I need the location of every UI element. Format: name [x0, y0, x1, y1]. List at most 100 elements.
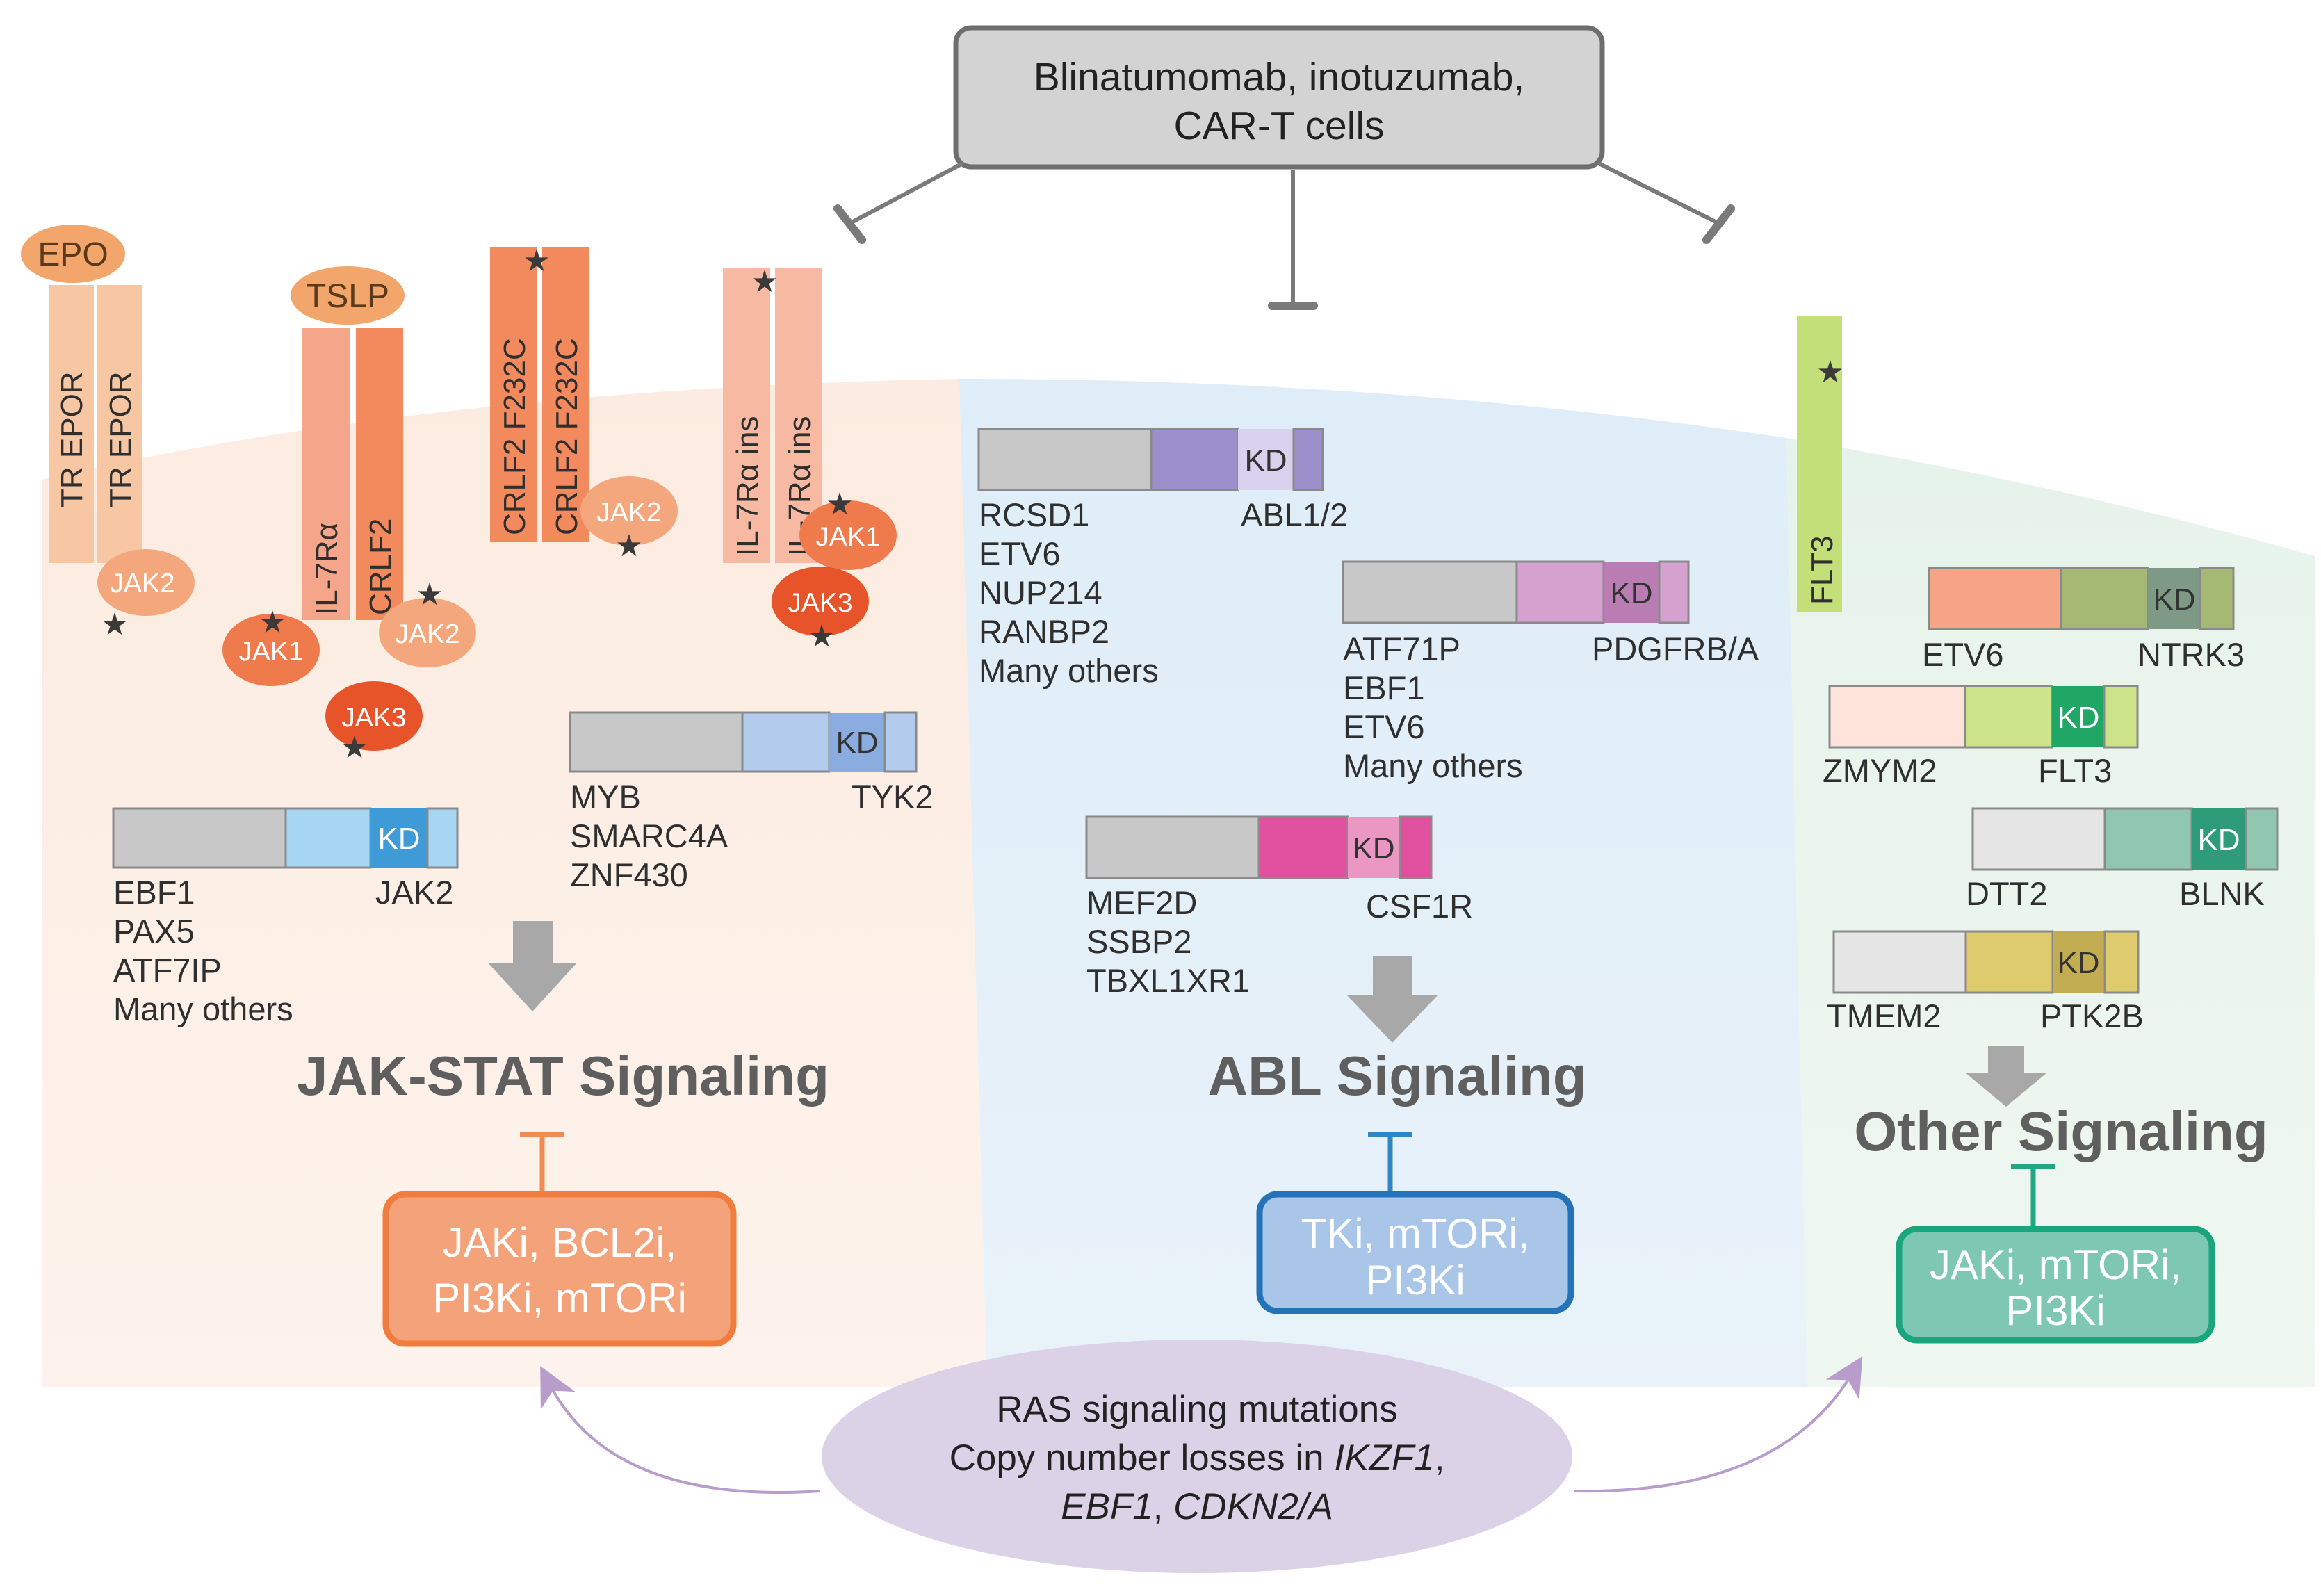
kinase-label: ABL1/2 — [1241, 496, 1348, 533]
partner: MYB — [570, 779, 641, 815]
partner: PAX5 — [113, 913, 195, 950]
svg-text:EPO: EPO — [38, 236, 108, 273]
tslp-jak2 — [379, 598, 476, 667]
crlf2-jak2 — [580, 476, 678, 546]
blnk-fusion: KD DTT2 BLNK — [1966, 807, 2279, 912]
ptk2b-fusion: KD TMEM2 PTK2B — [1827, 930, 2144, 1034]
down-arrow-icon — [1965, 1046, 2047, 1107]
svg-text:JAK1: JAK1 — [815, 522, 880, 552]
partner: SMARC4A — [570, 817, 728, 854]
tyk2-fusion: KD MYB SMARC4A ZNF430 TYK2 — [569, 711, 934, 893]
il7r-jak3 — [772, 567, 869, 636]
partner: ATF71P — [1343, 630, 1460, 667]
svg-text:JAK2: JAK2 — [596, 498, 661, 528]
abl-fusion: KD RCSD1 ETV6 NUP214 RANBP2 Many others … — [977, 427, 1348, 689]
crlf2-chain-b: CRLF2 F232C — [550, 338, 584, 535]
il7r-chain-a: IL-7Rα ins — [731, 416, 765, 556]
other-title: Other Signaling — [1854, 1100, 2268, 1162]
svg-text:JAK1: JAK1 — [238, 637, 303, 667]
epo-jak2 — [97, 549, 195, 616]
kd-label: KD — [1352, 831, 1394, 865]
partner: TMEM2 — [1827, 997, 1941, 1034]
il7r-receptor: IL-7Rα ins IL-7Rα ins ★ JAK1 ★ JAK3 ★ — [723, 265, 897, 653]
kinase-label: TYK2 — [852, 779, 934, 815]
tslp-ligand — [291, 266, 405, 325]
therapy-box: Blinatumomab, inotuzumab, CAR-T cells — [833, 25, 1735, 310]
partner: SSBP2 — [1086, 923, 1192, 960]
kinase-label: BLNK — [2179, 875, 2265, 912]
epo-chain-b: TR EPOR — [104, 371, 138, 507]
partner: Many others — [1343, 747, 1523, 784]
other-panel — [1786, 438, 2315, 1387]
ras-line1: RAS signaling mutations — [996, 1389, 1397, 1430]
svg-text:TSLP: TSLP — [306, 278, 389, 315]
jak2-fusion: KD EBF1 PAX5 ATF7IP Many others JAK2 — [112, 807, 459, 1027]
svg-text:JAK3: JAK3 — [788, 588, 852, 618]
kinase-label: FLT3 — [2038, 752, 2112, 789]
jak-stat-drugs: JAKi, BCL2i, PI3Ki, mTORi — [382, 1191, 737, 1347]
ras-line3: EBF1, CDKN2/A — [1061, 1486, 1333, 1527]
star-icon: ★ — [259, 605, 286, 640]
tslp-chain-b: CRLF2 — [364, 519, 398, 615]
jak-stat-title: JAK-STAT Signaling — [297, 1045, 829, 1107]
down-arrow-icon — [488, 921, 577, 1011]
kd-label: KD — [2197, 823, 2240, 857]
ras-line2: Copy number losses in IKZF1, — [950, 1438, 1445, 1479]
therapy-line1: Blinatumomab, inotuzumab, — [1034, 55, 1525, 99]
flt3-fusion: KD ZMYM2 FLT3 — [1823, 685, 2139, 789]
abl-drugs-line1: TKi, mTORi, — [1301, 1210, 1530, 1257]
kd-label: KD — [2057, 701, 2099, 735]
partner: Many others — [113, 991, 293, 1027]
partner: EBF1 — [113, 874, 195, 911]
star-icon: ★ — [808, 619, 835, 653]
kinase-label: NTRK3 — [2137, 636, 2245, 673]
partner: Many others — [979, 652, 1159, 689]
kd-label: KD — [1244, 443, 1287, 478]
therapy-line2: CAR-T cells — [1174, 104, 1385, 148]
kinase-label: CSF1R — [1366, 888, 1473, 925]
star-icon: ★ — [523, 244, 550, 278]
kinase-label: JAK2 — [375, 874, 453, 911]
star-icon: ★ — [826, 487, 853, 521]
pathway-arrows — [488, 921, 2047, 1107]
tslp-jak3 — [325, 681, 423, 751]
star-icon: ★ — [416, 578, 443, 612]
abl-panel — [959, 379, 1807, 1387]
kd-label: KD — [377, 822, 420, 856]
tslp-chain-a: IL-7Rα — [310, 523, 344, 615]
other-drugs: JAKi, mTORi, PI3Ki — [1896, 1226, 2215, 1344]
kinase-label: PDGFRB/A — [1592, 630, 1759, 667]
kd-label: KD — [2153, 583, 2195, 617]
kd-label: KD — [2057, 946, 2099, 980]
svg-text:JAK2: JAK2 — [395, 619, 459, 649]
partner: ETV6 — [1922, 636, 2004, 673]
ntrk3-fusion: KD ETV6 NTRK3 — [1922, 567, 2245, 673]
inhibitor-connectors — [520, 1132, 2055, 1229]
abl-title: ABL Signaling — [1207, 1045, 1586, 1107]
pdgfrb-fusion: KD ATF71P EBF1 ETV6 Many others PDGFRB/A — [1342, 560, 1759, 784]
flt3-receptor: FLT3 ★ — [1797, 316, 1844, 612]
star-icon: ★ — [751, 265, 778, 299]
partner: RANBP2 — [979, 613, 1109, 650]
other-drugs-line1: JAKi, mTORi, — [1930, 1241, 2181, 1288]
flt3-chain: FLT3 — [1805, 536, 1839, 605]
star-icon: ★ — [341, 731, 368, 765]
other-drugs-line2: PI3Ki — [2005, 1287, 2105, 1334]
csf1r-fusion: KD MEF2D SSBP2 TBXL1XR1 CSF1R — [1085, 815, 1473, 999]
svg-text:JAK2: JAK2 — [110, 569, 174, 598]
partner: MEF2D — [1086, 884, 1197, 921]
ras-mutations: RAS signaling mutations Copy number loss… — [540, 1340, 1863, 1573]
crlf2-chain-a: CRLF2 F232C — [498, 338, 532, 535]
partner: ZMYM2 — [1823, 752, 1937, 789]
jak-stat-drugs-line2: PI3Ki, mTORi — [432, 1275, 687, 1321]
partner: RCSD1 — [979, 496, 1089, 533]
star-icon: ★ — [615, 529, 642, 563]
partner: EBF1 — [1343, 669, 1425, 706]
partner: ZNF430 — [570, 856, 688, 893]
partner: DTT2 — [1966, 875, 2048, 912]
epo-ligand — [21, 225, 125, 283]
abl-drugs-line2: PI3Ki — [1365, 1257, 1465, 1303]
abl-drugs: TKi, mTORi, PI3Ki — [1256, 1191, 1574, 1314]
down-arrow-icon — [1347, 956, 1438, 1043]
